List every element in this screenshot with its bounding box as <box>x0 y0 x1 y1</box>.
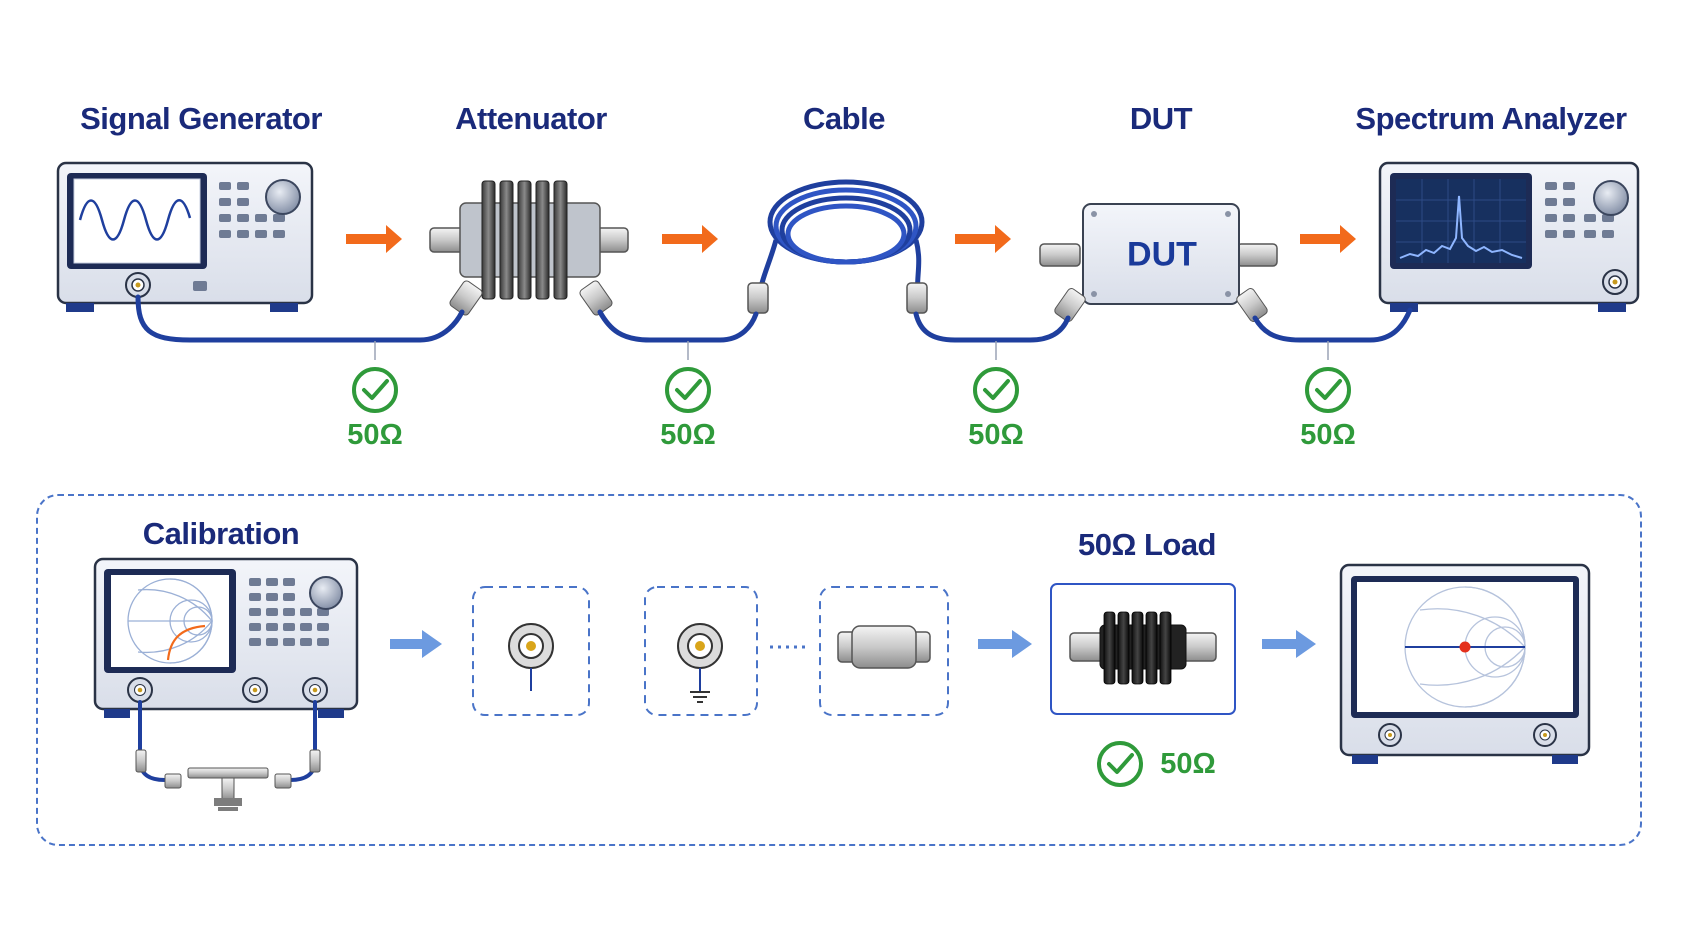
impedance-check-label: 50Ω <box>968 419 1024 451</box>
impedance-check-label: 50Ω <box>347 419 403 451</box>
signal-generator-instrument <box>56 161 314 312</box>
termination-load-icon <box>1050 583 1236 715</box>
result-display-monitor <box>1339 563 1591 764</box>
sine-wave-icon <box>78 199 192 241</box>
cable-coil <box>747 179 928 314</box>
spectrum-peak-icon <box>1399 195 1523 259</box>
calibration-frame <box>36 494 1642 846</box>
dut-title: DUT <box>1129 101 1193 136</box>
vector-network-analyzer <box>93 557 359 811</box>
calibration-flow-arrows <box>390 630 1316 658</box>
signal-generator-title: Signal Generator <box>80 101 322 136</box>
calibration-title: Calibration <box>142 516 300 551</box>
smith-chart-icon <box>127 578 213 664</box>
spectrum-analyzer-instrument <box>1378 161 1640 312</box>
tuning-knob <box>309 576 343 610</box>
impedance-check-label: 50Ω <box>1300 419 1356 451</box>
attenuator-component <box>429 180 629 316</box>
short-standard-icon <box>644 586 758 716</box>
load-title: 50Ω Load <box>1078 527 1217 562</box>
tuning-knob <box>265 179 301 215</box>
open-standard-icon <box>472 586 590 716</box>
impedance-check-label: 50Ω <box>660 419 716 451</box>
check-circle-icon <box>1097 741 1143 787</box>
check-circle-icon <box>352 367 1351 413</box>
tuning-knob <box>1593 180 1629 216</box>
signal-flow-arrows <box>346 225 1356 253</box>
dut-box-label: DUT <box>1127 235 1197 274</box>
cable-title: Cable <box>803 101 885 136</box>
dut-box <box>1039 203 1278 322</box>
thru-adapter-icon <box>819 586 949 716</box>
attenuator-title: Attenuator <box>455 101 607 136</box>
load-check-label: 50Ω <box>1160 748 1216 780</box>
spectrum-analyzer-title: Spectrum Analyzer <box>1355 101 1627 136</box>
rf-cables <box>135 294 1413 343</box>
